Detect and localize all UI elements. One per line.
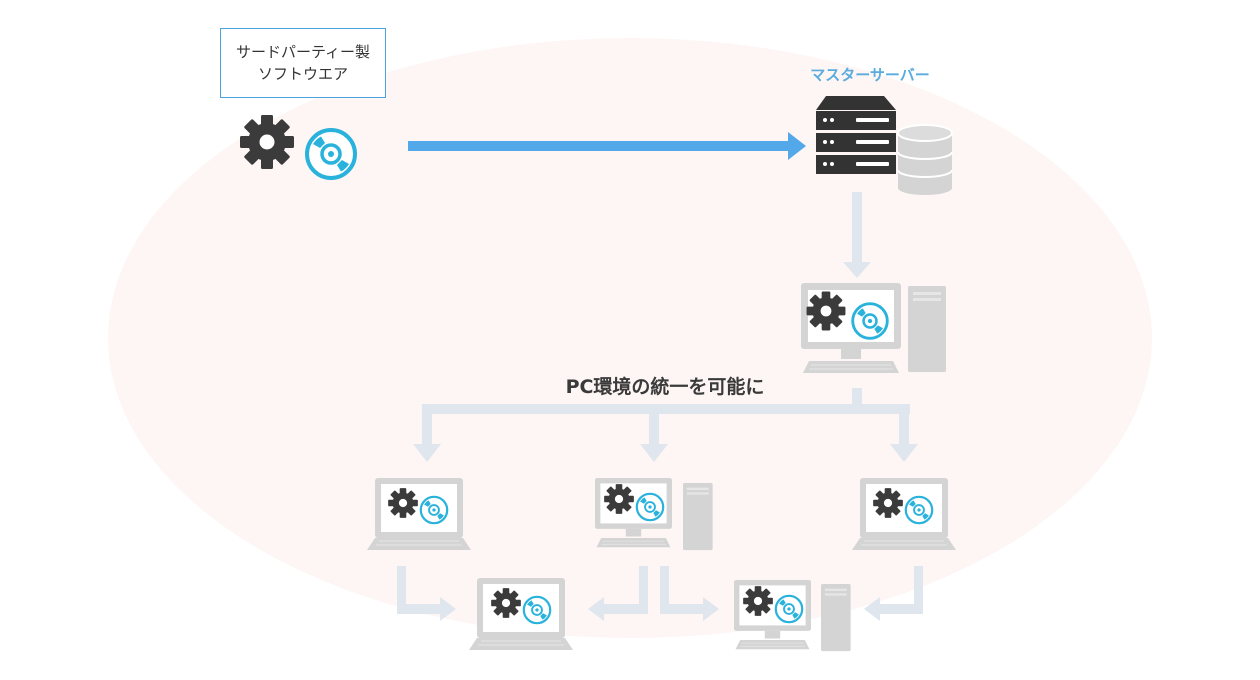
desktop-middle (594, 477, 713, 551)
gear-icon (806, 291, 846, 331)
gear-icon (873, 488, 903, 518)
pc-tower-icon (821, 584, 851, 652)
third-party-software-line2: ソフトウエア (257, 65, 348, 83)
desktop-bottom (733, 579, 851, 652)
master-server-title: マスターサーバー (810, 66, 930, 84)
laptop-left (366, 477, 472, 551)
cd-disc-icon (635, 492, 665, 522)
database-icon (897, 124, 953, 195)
distribution-arrows (413, 388, 918, 462)
server-rack-icon (816, 96, 896, 174)
gear-icon (743, 586, 773, 616)
cd-disc-icon (851, 302, 889, 340)
diagram-caption: PC環境の統一を可能に (565, 376, 765, 398)
gear-icon (491, 588, 521, 618)
cd-disc-icon (305, 128, 357, 180)
laptop-bottom (468, 577, 574, 651)
laptop-icon (851, 477, 957, 551)
laptop-icon (366, 477, 472, 551)
third-party-software-label: サードパーティー製 ソフトウエア (220, 28, 386, 98)
cd-disc-icon (522, 595, 552, 625)
cd-disc-icon (904, 495, 934, 525)
arrow-server-to-pc (843, 192, 871, 278)
pc-tower-icon (908, 286, 946, 372)
cd-disc-icon (774, 594, 804, 624)
laptop-icon (468, 577, 574, 651)
laptop-right (851, 477, 957, 551)
gear-icon (388, 488, 418, 518)
cd-disc-icon (419, 495, 449, 525)
transfer-arrow (408, 132, 806, 160)
gear-icon (604, 484, 634, 514)
pc-tower-icon (683, 483, 713, 551)
lower-arrows (397, 566, 923, 621)
gear-icon (240, 115, 294, 169)
third-party-software-line1: サードパーティー製 (235, 43, 371, 61)
